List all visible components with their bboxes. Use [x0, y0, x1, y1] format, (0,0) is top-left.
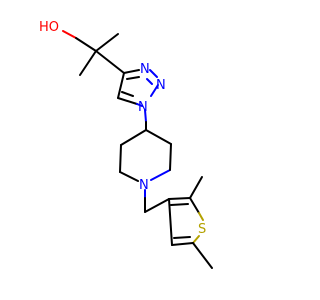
- thiophene-bond: [198, 212, 204, 221]
- piperidine-bond: [145, 129, 172, 145]
- triazole-n1-label: N: [138, 100, 148, 115]
- bond-methyl: [95, 33, 119, 52]
- hydroxyl-label: HO: [39, 20, 59, 35]
- structure-diagram: HO N N N N S: [39, 20, 213, 269]
- thiophene-bond: [171, 242, 194, 246]
- triazole-double-bond: [126, 76, 140, 80]
- triazole-bond: [150, 84, 159, 97]
- triazole-double-bond: [146, 78, 153, 85]
- thiophene-double-bond: [170, 203, 189, 206]
- piperidine-bond: [119, 171, 139, 182]
- triazole-n2-label: N: [156, 78, 166, 93]
- molecule-canvas: HO N N N N S: [39, 20, 213, 269]
- bond-methyl: [189, 176, 203, 199]
- bond-ch2-thiophene: [144, 198, 170, 213]
- triazole-bond: [149, 69, 158, 78]
- piperidine-bond: [120, 129, 147, 146]
- triazole-double-bond: [121, 91, 134, 97]
- piperidine-n-label: N: [139, 178, 149, 193]
- bond-methyl: [79, 50, 97, 76]
- thiophene-s-label: S: [198, 222, 206, 237]
- triazole-bond: [136, 103, 143, 107]
- bond-n-c: [144, 109, 147, 123]
- piperidine-bond: [150, 169, 171, 181]
- thiophene-bond: [189, 197, 200, 214]
- triazole-bond: [117, 72, 125, 99]
- thiophene-bond: [168, 198, 173, 246]
- thiophene-bond: [192, 235, 200, 244]
- triazole-bond: [117, 97, 138, 105]
- bond-to-triazole: [95, 50, 125, 74]
- piperidine-bond: [119, 144, 122, 173]
- triazole-n3-label: N: [140, 62, 150, 77]
- piperidine-bond: [169, 143, 172, 171]
- triazole-bond: [123, 69, 140, 74]
- bond-methyl: [192, 242, 213, 269]
- thiophene-bond: [168, 197, 191, 200]
- bond-o-c: [62, 30, 77, 39]
- thiophene-double-bond: [173, 236, 191, 239]
- bond-c-c: [75, 37, 97, 52]
